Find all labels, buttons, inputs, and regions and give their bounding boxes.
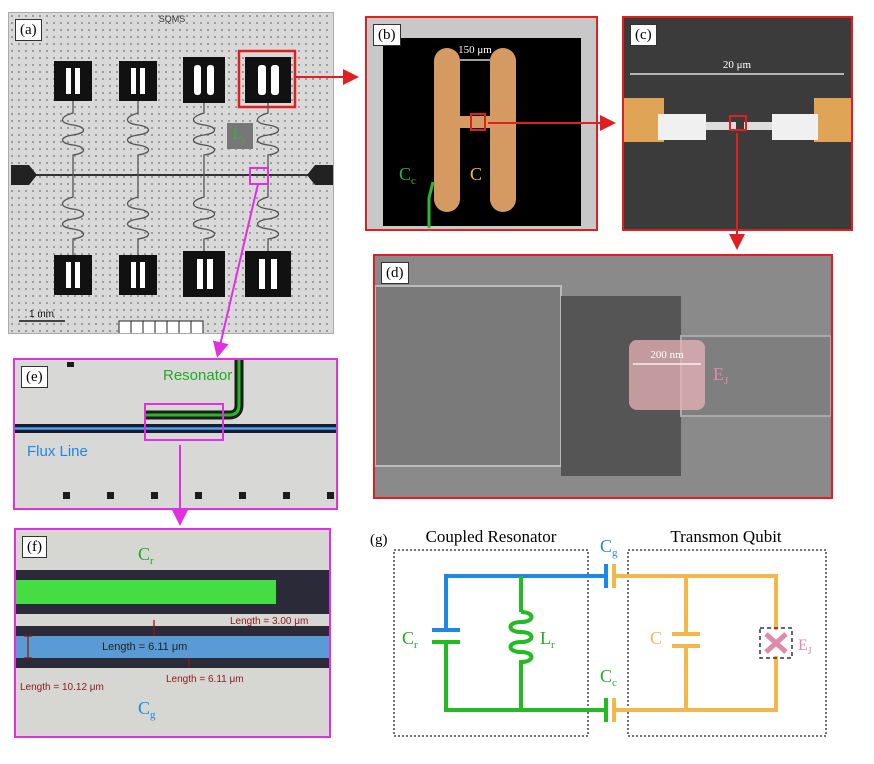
e-resonator-label: Resonator <box>163 367 232 384</box>
chip-logo: SQMS <box>159 14 186 24</box>
panel-d: (d) 200 nm EJ <box>373 254 833 499</box>
panel-b: (b) 150 μm Cc C <box>365 16 598 231</box>
panel-b-label: (b) <box>373 24 401 46</box>
panel-a: (a) SQMS <box>8 12 334 334</box>
panel-c: (c) 20 μm <box>622 16 853 231</box>
panel-e: (e) Resonator Flux Line <box>13 358 338 510</box>
b-width-label: 150 μm <box>458 44 492 56</box>
f-len-left: Length = 10.12 μm <box>20 682 104 693</box>
g-cr-label: Cr <box>402 628 418 651</box>
g-ej-label: EJ <box>798 637 812 657</box>
e-flux-label: Flux Line <box>27 443 88 460</box>
g-lr-label: Lr <box>540 628 555 651</box>
panel-c-label: (c) <box>630 24 657 46</box>
panel-g: (g) Coupled Resonator Transmon Qubit Cg … <box>366 522 840 746</box>
f-cr-label: Cr <box>138 544 154 567</box>
f-len-right: Length = 3.00 μm <box>230 616 308 627</box>
g-title-right: Transmon Qubit <box>670 527 782 546</box>
panel-f: (f) Cr Cg Length = 6.11 μm Length = 3.00… <box>14 528 331 738</box>
g-cc-label: Cc <box>600 666 617 689</box>
f-len-center: Length = 6.11 μm <box>102 641 187 653</box>
panel-e-label: (e) <box>21 366 48 388</box>
panel-a-label: (a) <box>15 19 42 41</box>
g-cg-label: Cg <box>600 536 618 559</box>
f-cg-label: Cg <box>138 698 156 721</box>
g-title-left: Coupled Resonator <box>426 527 557 546</box>
panel-f-label: (f) <box>22 536 47 558</box>
b-cc-label: Cc <box>399 164 416 187</box>
d-ej-label: EJ <box>713 364 729 387</box>
c-width-label: 20 μm <box>723 59 752 71</box>
d-width-label: 200 nm <box>650 349 684 361</box>
f-len-bottom: Length = 6.11 μm <box>166 674 244 685</box>
b-cap-label: C <box>470 164 482 184</box>
panel-g-label: (g) <box>370 532 388 548</box>
panel-d-label: (d) <box>381 262 409 284</box>
inductor-label-a: Lr <box>233 127 245 145</box>
g-c-label: C <box>650 628 662 648</box>
scalebar-label: 1 mm <box>29 309 54 320</box>
